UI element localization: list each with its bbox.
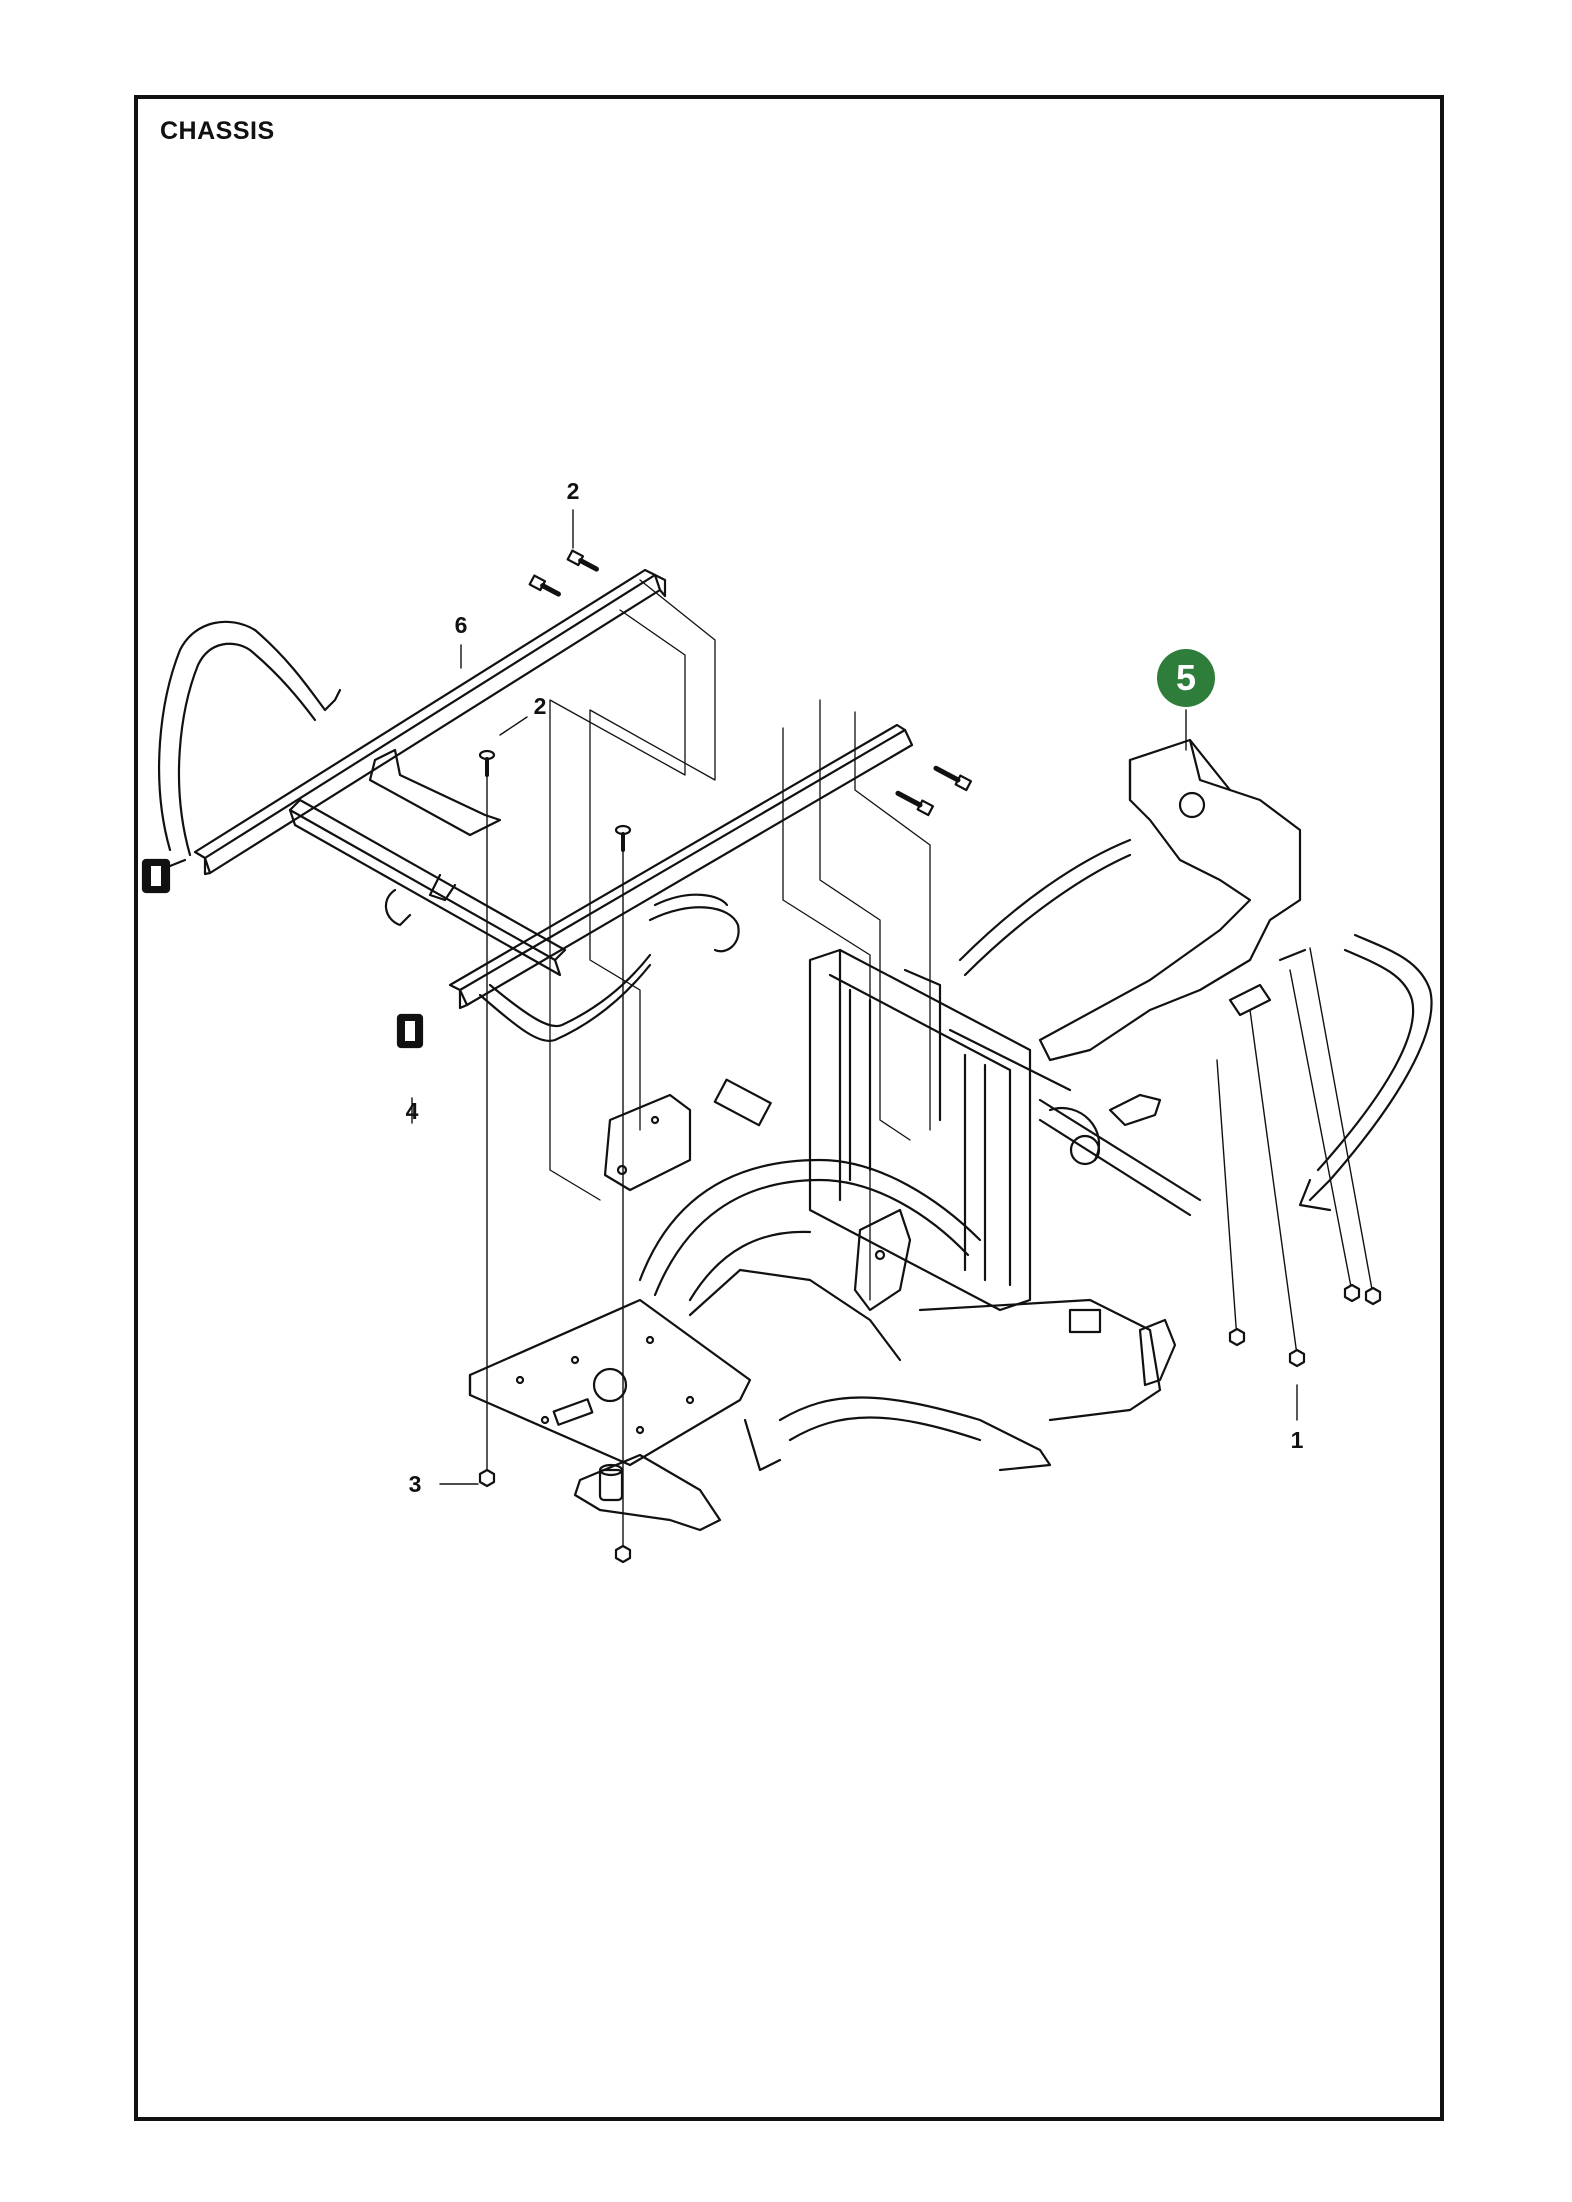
front-bracket xyxy=(573,1093,722,1532)
assembly-guides xyxy=(549,579,931,1301)
page-title: CHASSIS xyxy=(160,117,275,145)
highlighted-part-badge: 5 xyxy=(1157,649,1215,707)
lower-chassis xyxy=(638,1078,1162,1472)
callout-3: 3 xyxy=(408,1471,422,1497)
leader-lines xyxy=(411,509,1374,1556)
bolts xyxy=(478,549,973,852)
side-plates xyxy=(853,1208,1177,1387)
callout-4: 4 xyxy=(405,1098,419,1124)
rear-frame xyxy=(958,738,1433,1217)
upper-handle-bar xyxy=(141,568,667,894)
callout-2-middle: 2 xyxy=(533,693,547,719)
callout-6: 6 xyxy=(454,612,468,638)
footplate xyxy=(468,1298,752,1467)
callout-2-top: 2 xyxy=(566,478,580,504)
nuts xyxy=(478,1283,1382,1564)
diagram-frame: CHASSIS xyxy=(134,95,1444,2121)
front-handle-bar xyxy=(396,723,914,1049)
lower-cross-tube xyxy=(288,798,567,977)
callout-1: 1 xyxy=(1290,1427,1304,1453)
central-frame xyxy=(808,948,1101,1312)
